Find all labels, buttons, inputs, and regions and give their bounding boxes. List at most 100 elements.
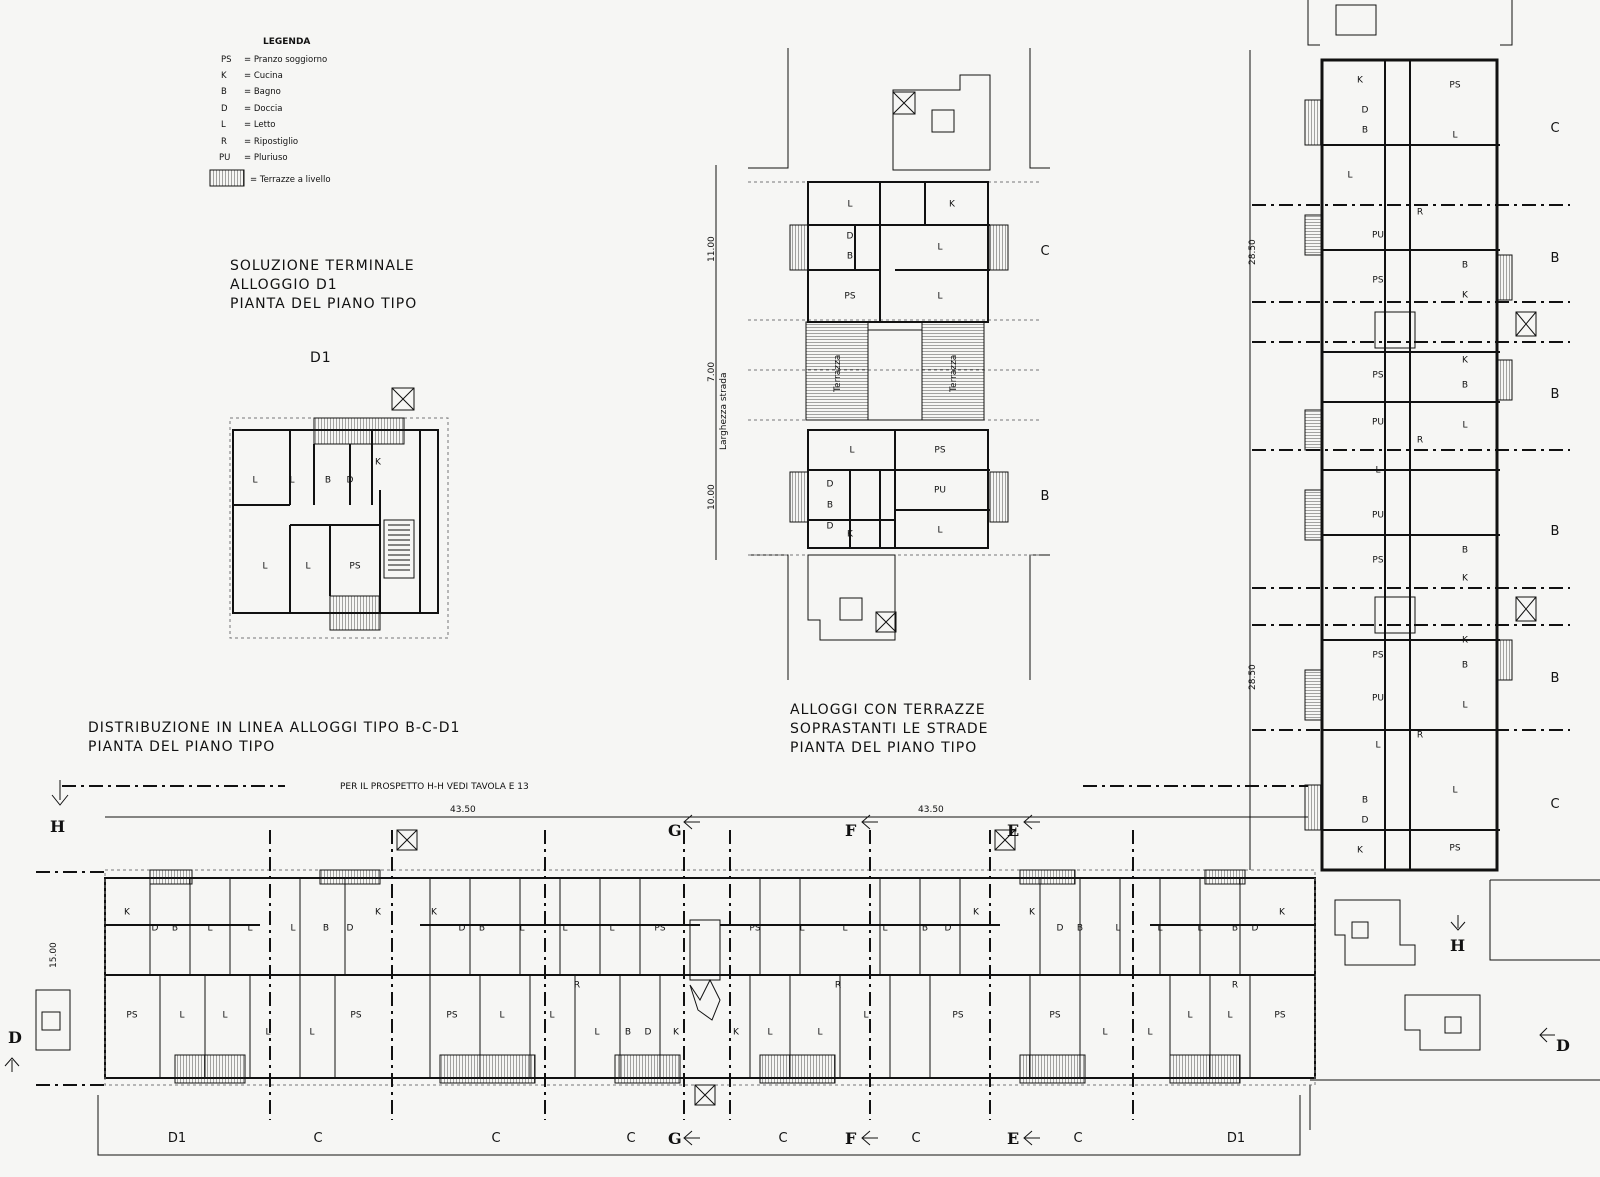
room-label: L xyxy=(1375,466,1380,476)
room-label: B xyxy=(1232,924,1238,934)
legend-code: B xyxy=(221,87,227,97)
room-label: PU xyxy=(1372,418,1384,428)
title-line: ALLOGGIO D1 xyxy=(230,277,338,293)
legend-label: = Pluriuso xyxy=(244,153,288,163)
zone-label: C xyxy=(313,1131,322,1146)
section-mark: D xyxy=(1556,1036,1570,1055)
legend-code: D xyxy=(221,104,228,114)
dimension-label: 43.50 xyxy=(918,805,944,815)
room-label: B xyxy=(1077,924,1083,934)
room-label: K xyxy=(1279,908,1286,918)
room-label: L xyxy=(937,292,942,302)
zone-label: B xyxy=(1041,489,1050,504)
room-label: L xyxy=(1452,131,1457,141)
terrace-label: Terrazza xyxy=(949,355,959,393)
room-label: PS xyxy=(126,1011,137,1021)
room-label: B xyxy=(1362,126,1368,136)
room-label: L xyxy=(290,924,295,934)
room-label: L xyxy=(1347,171,1352,181)
room-label: PS xyxy=(844,292,855,302)
title-line: SOPRASTANTI LE STRADE xyxy=(790,721,989,737)
room-label: B xyxy=(1362,796,1368,806)
room-label: R xyxy=(835,981,841,991)
section-mark: F xyxy=(845,1129,857,1148)
zone-label: C xyxy=(1550,797,1559,812)
room-label: K xyxy=(673,1028,680,1038)
legend-code: L xyxy=(221,120,226,130)
room-labels-top: K D B L L L B D K K D B L L L PS PS L L … xyxy=(124,908,1286,934)
room-label: B xyxy=(827,501,833,511)
room-label: K xyxy=(973,908,980,918)
room-label: PS xyxy=(1372,556,1383,566)
room-label: L xyxy=(252,476,257,486)
room-label: L xyxy=(289,476,294,486)
room-label: PS xyxy=(952,1011,963,1021)
room-label: L xyxy=(849,446,854,456)
room-label: K xyxy=(1462,291,1469,301)
room-label: L xyxy=(1462,701,1467,711)
terminal-plan: L L B D K L L PS xyxy=(229,387,449,639)
legend-label: = Doccia xyxy=(244,104,283,114)
room-label: B xyxy=(1462,261,1468,271)
vertical-plan: 28.50 28.50 K PS D B L L PU B PS K PS K … xyxy=(1248,0,1600,1130)
room-label: PS xyxy=(1049,1011,1060,1021)
legend-label: = Pranzo soggiorno xyxy=(244,55,327,65)
zone-label: C xyxy=(626,1131,635,1146)
room-label: D xyxy=(1057,924,1064,934)
room-label: D xyxy=(847,232,854,242)
legend-code: K xyxy=(221,71,227,81)
zone-label: C xyxy=(491,1131,500,1146)
room-label: R xyxy=(1417,436,1423,446)
zone-label: B xyxy=(1551,387,1560,402)
room-label: K xyxy=(1462,574,1469,584)
room-label: PU xyxy=(1372,694,1384,704)
room-label: PU xyxy=(1372,511,1384,521)
room-label: L xyxy=(1157,924,1162,934)
room-label: L xyxy=(799,924,804,934)
zone-label: C xyxy=(778,1131,787,1146)
zone-label: B xyxy=(1551,671,1560,686)
legend-label: = Bagno xyxy=(244,87,281,97)
room-label: D xyxy=(1252,924,1259,934)
dimension-label: 10.00 xyxy=(707,484,717,510)
room-label: K xyxy=(733,1028,740,1038)
room-label: D xyxy=(347,476,354,486)
room-label: L xyxy=(594,1028,599,1038)
room-label: L xyxy=(262,562,267,572)
section-mark: D xyxy=(8,1028,22,1047)
street-plan: 11.00 7.00 Larghezza strada 10.00 Terraz… xyxy=(707,48,1050,756)
room-label: PS xyxy=(934,446,945,456)
terminal-plan-title: SOLUZIONE TERMINALE ALLOGGIO D1 PIANTA D… xyxy=(230,258,416,366)
room-label: D xyxy=(645,1028,652,1038)
room-label: L xyxy=(1115,924,1120,934)
note: PER IL PROSPETTO H-H VEDI TAVOLA E 13 xyxy=(340,782,529,792)
dimension-label: 28.50 xyxy=(1248,664,1258,690)
legend-label: = Terrazze a livello xyxy=(250,175,331,185)
section-mark: G xyxy=(668,821,682,840)
room-label: K xyxy=(124,908,131,918)
room-label: L xyxy=(937,526,942,536)
room-label: B xyxy=(1462,661,1468,671)
legend-label: = Letto xyxy=(244,120,276,130)
room-label: L xyxy=(847,200,852,210)
room-label: D xyxy=(827,480,834,490)
zone-label: C xyxy=(1073,1131,1082,1146)
room-label: D xyxy=(1362,816,1369,826)
section-mark: H xyxy=(1450,936,1465,955)
room-label: L xyxy=(863,1011,868,1021)
room-label: L xyxy=(519,924,524,934)
room-label: PS xyxy=(654,924,665,934)
room-label: K xyxy=(1357,846,1364,856)
room-label: R xyxy=(1417,731,1423,741)
dimension-label: 11.00 xyxy=(707,236,717,262)
room-label: B xyxy=(922,924,928,934)
terrace-swatch-icon xyxy=(209,169,245,187)
legend-code: R xyxy=(221,137,227,147)
room-label: L xyxy=(562,924,567,934)
section-mark: E xyxy=(1007,821,1019,840)
room-label: L xyxy=(499,1011,504,1021)
room-label: K xyxy=(847,530,854,540)
legend: LEGENDA PS = Pranzo soggiorno K = Cucina… xyxy=(209,37,331,187)
title-line: DISTRIBUZIONE IN LINEA ALLOGGI TIPO B-C-… xyxy=(88,720,460,736)
title-line: ALLOGGI CON TERRAZZE xyxy=(790,702,986,718)
